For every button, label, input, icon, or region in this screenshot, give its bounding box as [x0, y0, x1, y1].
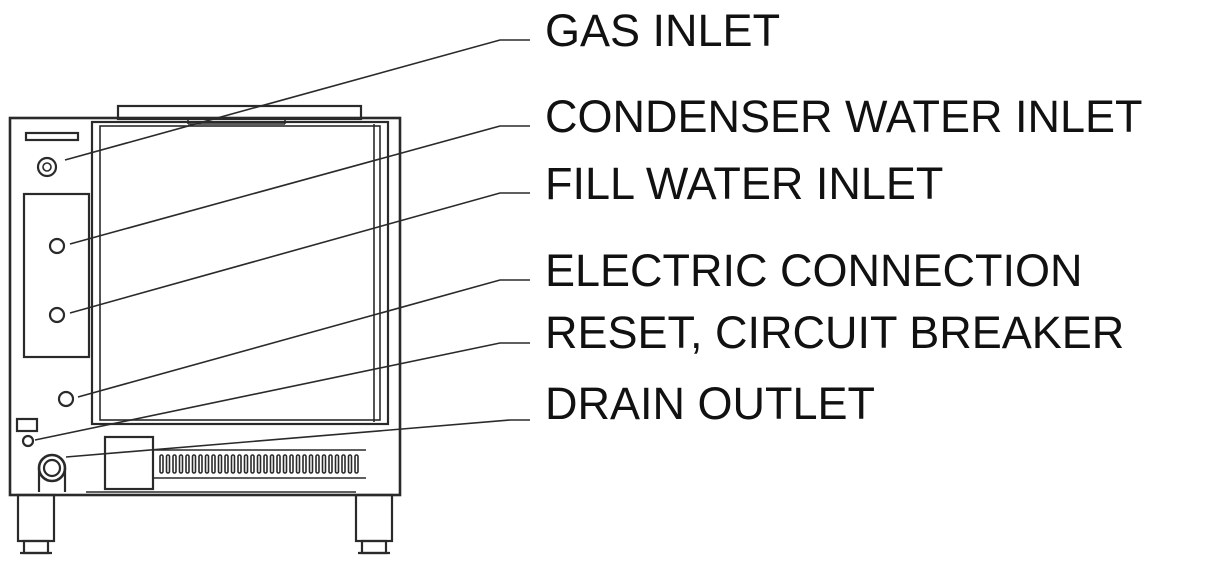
gas-inlet-core: [42, 162, 52, 172]
callout-labels: GAS INLET CONDENSER WATER INLET FILL WAT…: [545, 5, 1143, 429]
control-box: [103, 435, 155, 491]
vent-slot: [269, 454, 275, 474]
electric-connection-port: [57, 390, 75, 408]
vent-slot: [159, 454, 164, 474]
vent-slot: [289, 454, 294, 474]
vent-slot: [211, 454, 216, 474]
leader-gas-inlet: [64, 39, 530, 161]
vent-slot: [341, 454, 346, 474]
vent-slot: [302, 454, 307, 474]
vent-slot: [308, 454, 314, 474]
leader-condenser-water-inlet: [69, 125, 530, 245]
vent-slot: [263, 454, 268, 474]
leg-left: [16, 493, 56, 543]
fill-water-inlet-port: [48, 306, 66, 324]
vent-slot: [282, 454, 288, 474]
door-inner-frame: [99, 125, 381, 421]
condenser-water-inlet-port: [48, 237, 66, 255]
vent-slot: [276, 454, 281, 474]
gas-inlet-fitting: [36, 156, 58, 178]
reset-switch-housing: [15, 417, 39, 433]
vent-slot: [178, 454, 184, 474]
vent-slot: [250, 454, 255, 474]
vent-slot: [237, 454, 242, 474]
leader-electric-connection: [77, 279, 530, 398]
callout-drain-outlet: DRAIN OUTLET: [545, 378, 875, 429]
vent-slot: [295, 454, 301, 474]
vent-slot: [328, 454, 333, 474]
callout-gas-inlet: GAS INLET: [545, 5, 780, 56]
vent-slot: [321, 454, 327, 474]
vent-slot: [198, 454, 203, 474]
cabinet-outline: [8, 116, 402, 497]
vent-slot: [243, 454, 249, 474]
callout-condenser-water-inlet: CONDENSER WATER INLET: [545, 91, 1143, 142]
leader-reset-circuit-breaker: [34, 342, 530, 441]
vent-slot: [315, 454, 320, 474]
leader-drain-outlet: [65, 419, 530, 458]
vent-slot: [204, 454, 210, 474]
vent-slot: [347, 454, 353, 474]
circuit-breaker-button: [21, 434, 35, 448]
drain-outlet-core: [42, 458, 62, 478]
vent-slot: [256, 454, 262, 474]
vent-slot: [165, 454, 171, 474]
nameplate-slot: [24, 131, 80, 142]
foot-right: [360, 539, 388, 555]
vent-slot: [334, 454, 340, 474]
vent-slot: [354, 454, 359, 474]
callout-electric-connection: ELECTRIC CONNECTION: [545, 245, 1083, 296]
foot-left: [22, 539, 50, 555]
callout-fill-water-inlet: FILL WATER INLET: [545, 158, 943, 209]
connection-panel: [22, 192, 91, 359]
vent-slot: [172, 454, 177, 474]
vent-slot: [191, 454, 197, 474]
appliance-body: [8, 104, 402, 555]
door-panel: [90, 120, 390, 426]
vent-slot: [224, 454, 229, 474]
callout-reset-circuit-breaker: RESET, CIRCUIT BREAKER: [545, 307, 1124, 358]
vent-louvers: [159, 454, 359, 474]
leg-right: [354, 493, 394, 543]
vent-slot: [230, 454, 236, 474]
vent-slot: [217, 454, 223, 474]
vent-slot: [185, 454, 190, 474]
leader-lines: [34, 39, 530, 458]
leader-fill-water-inlet: [69, 192, 530, 314]
